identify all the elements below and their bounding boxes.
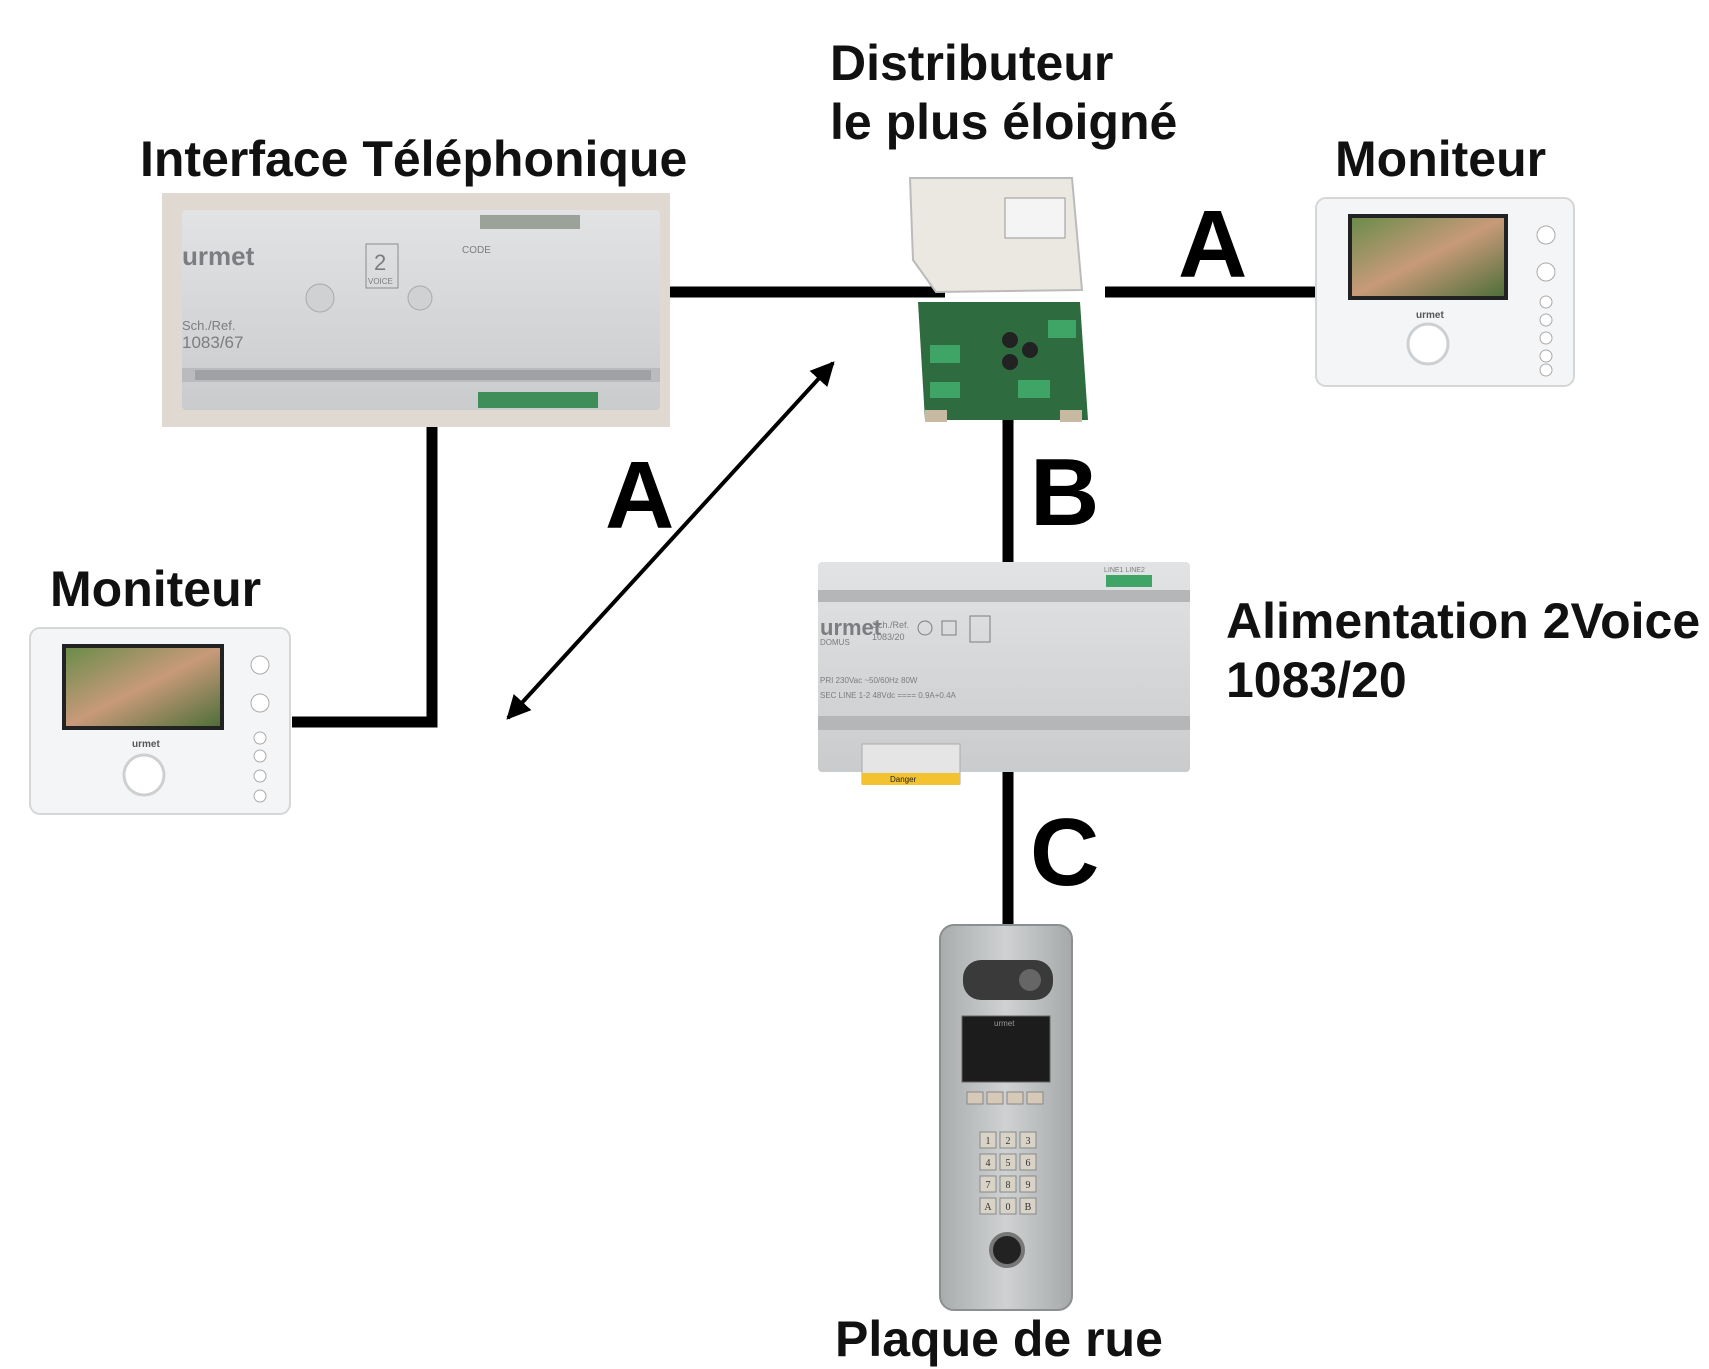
alimentation-label: Alimentation 2Voice 1083/20 xyxy=(1226,592,1700,710)
keypad-key-label: 1 xyxy=(986,1136,991,1147)
keypad-key xyxy=(979,1153,997,1171)
distributeur-label: Distributeur le plus éloigné xyxy=(830,34,1177,152)
moniteur-left-device: urmet xyxy=(29,627,291,815)
moniteur-right-device: urmet xyxy=(1315,197,1575,387)
keypad-key xyxy=(1019,1175,1037,1193)
plaque-brand: urmet xyxy=(994,1019,1015,1028)
keypad-key xyxy=(1019,1153,1037,1171)
double-arrow xyxy=(506,361,835,720)
wires xyxy=(292,286,1318,928)
alimentation-label-line1: Alimentation 2Voice xyxy=(1226,593,1701,649)
interface-ref: 1083/67 xyxy=(182,333,243,352)
keypad-key-label: 2 xyxy=(1006,1136,1011,1147)
interface-label: Interface Téléphonique xyxy=(140,131,688,187)
alimentation-lines: LINE1 LINE2 xyxy=(1104,567,1145,574)
connection-b: B xyxy=(1030,439,1100,546)
moniteur-left-label: Moniteur xyxy=(50,561,262,617)
distributeur-label-line1: Distributeur xyxy=(830,35,1114,91)
keypad-key xyxy=(999,1197,1017,1215)
interface-device: urmet Sch./Ref. 1083/67 2 VOICE CODE xyxy=(162,193,670,427)
alimentation-ref-label: Sch./Ref. xyxy=(872,620,909,630)
interface-badge-sub: VOICE xyxy=(368,277,393,286)
keypad-key-label: 3 xyxy=(1026,1136,1031,1147)
keypad-key xyxy=(979,1175,997,1193)
keypad-key xyxy=(1019,1131,1037,1149)
keypad-key-label: 5 xyxy=(1006,1158,1011,1169)
alimentation-brand: urmet xyxy=(820,615,882,640)
interface-brand: urmet xyxy=(182,241,255,271)
distributeur-device xyxy=(908,177,1088,422)
keypad-key-label: 9 xyxy=(1026,1180,1031,1191)
keypad-key xyxy=(999,1131,1017,1149)
keypad-key-label: 8 xyxy=(1006,1180,1011,1191)
keypad: 1 2 3 4 5 6 7 8 9A 0 B xyxy=(979,1131,1037,1215)
keypad-key-label: B xyxy=(1025,1202,1032,1213)
keypad-key-label: A xyxy=(984,1202,992,1213)
alimentation-spec1: PRI 230Vac ~50/60Hz 80W xyxy=(820,676,918,685)
keypad-key xyxy=(979,1131,997,1149)
keypad-key-label: 0 xyxy=(1006,1202,1011,1213)
keypad-key xyxy=(999,1153,1017,1171)
alimentation-label-line2: 1083/20 xyxy=(1226,652,1407,708)
alimentation-brand-sub: DOMUS xyxy=(820,638,850,647)
interface-badge: 2 xyxy=(374,250,386,275)
alimentation-device: urmet DOMUS Sch./Ref. 1083/20 PRI 230Vac… xyxy=(818,562,1190,785)
plaque-device: urmet 1 2 3 4 5 6 7 8 9A 0 B xyxy=(939,924,1073,1311)
keypad-key xyxy=(999,1175,1017,1193)
keypad-key-label: 7 xyxy=(986,1180,991,1191)
wire-interface-moniteur-left xyxy=(292,420,438,728)
alimentation-ref: 1083/20 xyxy=(872,632,905,642)
keypad-key-label: 6 xyxy=(1026,1158,1031,1169)
plaque-top-buttons xyxy=(966,1091,1044,1105)
moniteur-right-brand: urmet xyxy=(1416,310,1444,321)
distributeur-label-line2: le plus éloigné xyxy=(830,94,1178,150)
keypad-key-label: 4 xyxy=(986,1158,991,1169)
connection-a-right: A xyxy=(1178,191,1248,298)
moniteur-right-label: Moniteur xyxy=(1335,131,1547,187)
interface-ref-label: Sch./Ref. xyxy=(182,318,235,333)
plaque-label: Plaque de rue xyxy=(835,1311,1163,1367)
keypad-key xyxy=(1019,1197,1037,1215)
interface-code: CODE xyxy=(462,245,491,256)
alimentation-spec2: SEC LINE 1-2 48Vdc ==== 0.9A+0.4A xyxy=(820,691,957,700)
alimentation-danger: Danger xyxy=(890,775,917,784)
connection-c: C xyxy=(1030,799,1100,906)
moniteur-left-brand: urmet xyxy=(132,739,160,750)
keypad-key xyxy=(979,1197,997,1215)
